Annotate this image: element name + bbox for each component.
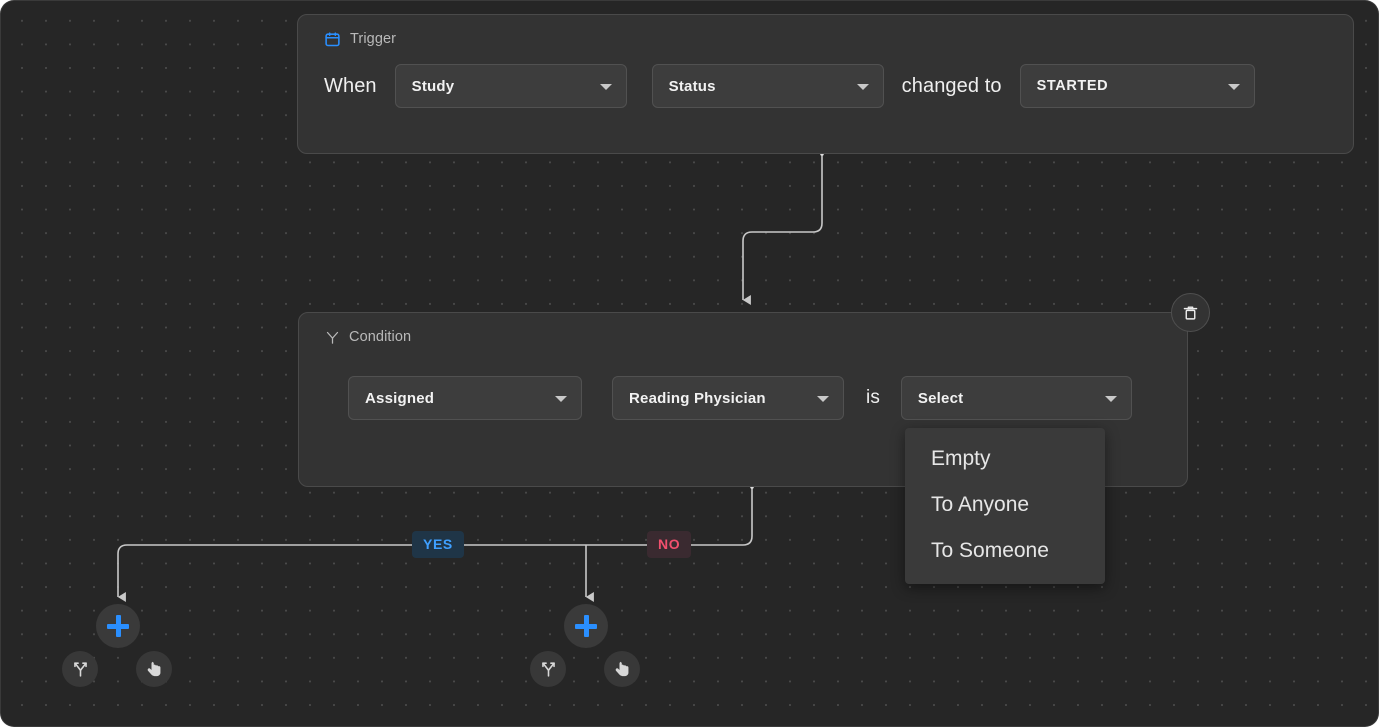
keyword-is: is bbox=[866, 387, 880, 408]
trigger-node-header: Trigger bbox=[298, 15, 1353, 50]
trigger-node-title: Trigger bbox=[350, 31, 397, 47]
branch-fork-icon bbox=[539, 660, 558, 679]
plus-icon bbox=[107, 615, 129, 637]
keyword-changed-to: changed to bbox=[901, 74, 1002, 97]
chevron-down-icon bbox=[817, 395, 829, 402]
chevron-down-icon bbox=[599, 83, 612, 90]
dropdown-option-to-someone[interactable]: To Someone bbox=[931, 539, 1049, 562]
delete-condition-button[interactable] bbox=[1171, 293, 1210, 332]
condition-node-title: Condition bbox=[349, 329, 412, 345]
condition-target-select[interactable]: Reading Physician bbox=[612, 376, 844, 420]
branch-fork-icon bbox=[71, 660, 90, 679]
plus-icon bbox=[575, 615, 597, 637]
trigger-value-text: STARTED bbox=[1036, 78, 1109, 94]
condition-operator-select[interactable]: Select bbox=[900, 376, 1132, 420]
add-branch-button-yes[interactable] bbox=[62, 651, 98, 687]
tap-hand-icon bbox=[613, 660, 632, 679]
trigger-value-select[interactable]: STARTED bbox=[1019, 64, 1255, 108]
trigger-expression-row: When Study Status changed to STARTED bbox=[298, 64, 1353, 108]
add-step-button-yes[interactable] bbox=[96, 604, 140, 648]
trigger-field-select[interactable]: Status bbox=[651, 64, 884, 108]
add-step-button-no[interactable] bbox=[564, 604, 608, 648]
branch-label-no: NO bbox=[647, 531, 692, 558]
chevron-down-icon bbox=[1104, 395, 1117, 402]
tap-hand-icon bbox=[145, 660, 164, 679]
trash-icon bbox=[1182, 304, 1199, 321]
trigger-entity-value: Study bbox=[411, 77, 455, 95]
condition-operator-dropdown[interactable]: Empty To Anyone To Someone bbox=[905, 428, 1105, 584]
trigger-entity-select[interactable]: Study bbox=[394, 64, 627, 108]
trigger-node[interactable]: Trigger When Study Status changed to STA… bbox=[297, 14, 1354, 154]
condition-target-value: Reading Physician bbox=[629, 389, 766, 407]
branch-label-yes: YES bbox=[412, 531, 464, 558]
chevron-down-icon bbox=[856, 83, 869, 90]
condition-expression-row: Assigned Reading Physician is Select bbox=[299, 376, 1187, 420]
branch-fork-icon bbox=[325, 330, 340, 345]
chevron-down-icon bbox=[555, 395, 567, 402]
add-action-button-no[interactable] bbox=[604, 651, 640, 687]
add-action-button-yes[interactable] bbox=[136, 651, 172, 687]
keyword-when: When bbox=[324, 74, 377, 97]
trigger-field-value: Status bbox=[668, 77, 716, 95]
condition-subject-select[interactable]: Assigned bbox=[348, 376, 582, 420]
chevron-down-icon bbox=[1227, 83, 1240, 90]
dropdown-option-to-anyone[interactable]: To Anyone bbox=[931, 493, 1030, 516]
calendar-icon bbox=[324, 31, 341, 48]
condition-node-header: Condition bbox=[299, 313, 1187, 348]
condition-subject-value: Assigned bbox=[365, 389, 435, 407]
add-branch-button-no[interactable] bbox=[530, 651, 566, 687]
dropdown-option-empty[interactable]: Empty bbox=[931, 447, 991, 470]
condition-operator-value: Select bbox=[917, 389, 964, 407]
